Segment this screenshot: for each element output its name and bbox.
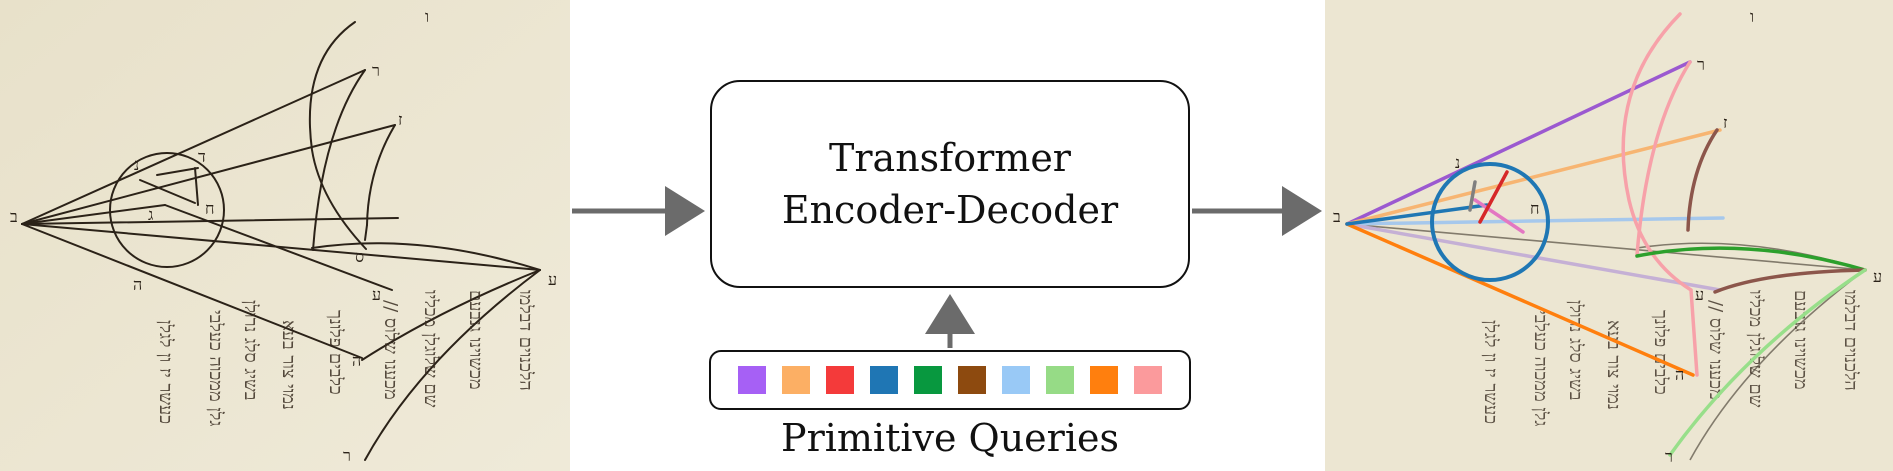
query-token-6 [958, 366, 986, 394]
svg-text:בשיג סלג נרולן: בשיג סלג נרולן [240, 300, 261, 400]
query-token-9 [1090, 366, 1118, 394]
input-manuscript-image: ב נ ד ג ח ה ו ר ז ס ע ע ה ר כעשר יז ון ל… [0, 0, 570, 471]
svg-text:ה: ה [133, 275, 142, 294]
svg-text:ח: ח [1530, 199, 1539, 218]
svg-text:נ: נ [134, 155, 139, 174]
primitive-line-blue [1345, 203, 1489, 226]
svg-text:ד: ד [198, 147, 206, 166]
svg-text:ר: ר [343, 446, 351, 465]
svg-text:ע: ע [1873, 267, 1882, 286]
primitive-line-light-orange [1345, 128, 1722, 226]
primitive-arc-pink-2 [1635, 60, 1692, 257]
primitive-arc-brown [1686, 128, 1719, 232]
transformer-encoder-decoder-box: Transformer Encoder-Decoder [710, 80, 1190, 288]
svg-text:גלן ממכוה כעלבי: גלן ממכוה כעלבי [205, 310, 226, 426]
svg-text:שם שלוגלן מכליו: שם שלוגלן מכליו [420, 290, 441, 408]
svg-text:ג: ג [148, 205, 153, 224]
output-predicted-primitives-image: כעשר יז ון לגלן גלן ממכוה כעלבי בשיג סלג… [1325, 0, 1893, 471]
svg-text:ע: ע [548, 270, 557, 289]
svg-text:// מכענו שלוס: // מכענו שלוס [1705, 300, 1726, 400]
svg-text:ז: ז [398, 110, 402, 129]
svg-text:מכשוינו גנבעם: מכשוינו גנבעם [1790, 290, 1811, 390]
query-token-8 [1046, 366, 1074, 394]
svg-text:שם שלוגלן מכליו: שם שלוגלן מכליו [1745, 290, 1766, 408]
transformer-label-line1: Transformer [829, 136, 1071, 180]
primitive-queries-box [709, 350, 1191, 410]
primitive-arc-green [1635, 246, 1867, 272]
svg-text:כעשר יז ון לגלן: כעשר יז ון לגלן [155, 320, 176, 424]
primitive-line-lavender [1345, 222, 1722, 292]
svg-text:הלכנוים דבלמו: הלכנוים דבלמו [515, 290, 536, 391]
query-token-5 [914, 366, 942, 394]
svg-text:ר: ר [372, 61, 380, 80]
primitive-arc-light-green [1668, 268, 1867, 457]
primitive-line-red [1478, 170, 1509, 224]
svg-text:כלבים פלונך: כלבים פלונך [325, 310, 346, 395]
svg-text:נמוי צור בעא: נמוי צור בעא [278, 320, 299, 410]
predicted-drawing: כעשר יז ון לגלן גלן ממכוה כעלבי בשיג סלג… [1325, 0, 1893, 471]
primitive-queries-label: Primitive Queries [781, 416, 1119, 460]
svg-text:ו: ו [1750, 7, 1754, 26]
query-token-10 [1134, 366, 1162, 394]
svg-text:ב: ב [1333, 207, 1341, 226]
svg-text:ס: ס [355, 247, 364, 266]
svg-text:ע: ע [1695, 285, 1704, 304]
svg-text:ב: ב [10, 207, 18, 226]
svg-text:ז: ז [1723, 113, 1727, 132]
query-token-3 [826, 366, 854, 394]
svg-text:בשיג סלג נרולן: בשיג סלג נרולן [1565, 300, 1586, 400]
primitive-arc-pink [1621, 12, 1699, 377]
query-token-2 [782, 366, 810, 394]
svg-text:גלן ממכוה כעלבי: גלן ממכוה כעלבי [1530, 310, 1551, 426]
svg-text:ר: ר [1665, 447, 1673, 466]
primitive-circle-blue [1430, 162, 1550, 282]
svg-text:ה: ה [352, 351, 361, 370]
svg-text:ע: ע [372, 285, 381, 304]
transformer-label-line2: Encoder-Decoder [781, 188, 1119, 232]
primitive-arc-brown-2 [1713, 268, 1867, 294]
primitive-line-magenta [1473, 198, 1525, 234]
svg-text:הלכנוים דבלמו: הלכנוים דבלמו [1840, 290, 1861, 391]
svg-text:נמוי צור בעא: נמוי צור בעא [1603, 320, 1624, 410]
query-token-7 [1002, 366, 1030, 394]
primitive-line-gray [1468, 180, 1477, 212]
svg-text:מכשוינו גנבעם: מכשוינו גנבעם [465, 290, 486, 390]
primitive-line-orange [1345, 222, 1695, 377]
svg-text:ו: ו [425, 7, 429, 26]
query-token-4 [870, 366, 898, 394]
svg-text:נ: נ [1455, 153, 1460, 172]
svg-text:// מכענו שלוס: // מכענו שלוס [380, 300, 401, 400]
manuscript-drawing: ב נ ד ג ח ה ו ר ז ס ע ע ה ר כעשר יז ון ל… [0, 0, 570, 471]
svg-text:כלבים פלונך: כלבים פלונך [1650, 310, 1671, 395]
svg-text:ר: ר [1697, 55, 1705, 74]
primitive-line-light-blue [1345, 216, 1725, 226]
svg-text:ה: ה [1675, 365, 1684, 384]
svg-text:כעשר יז ון לגלן: כעשר יז ון לגלן [1480, 320, 1501, 424]
svg-text:ח: ח [205, 199, 214, 218]
query-token-1 [738, 366, 766, 394]
